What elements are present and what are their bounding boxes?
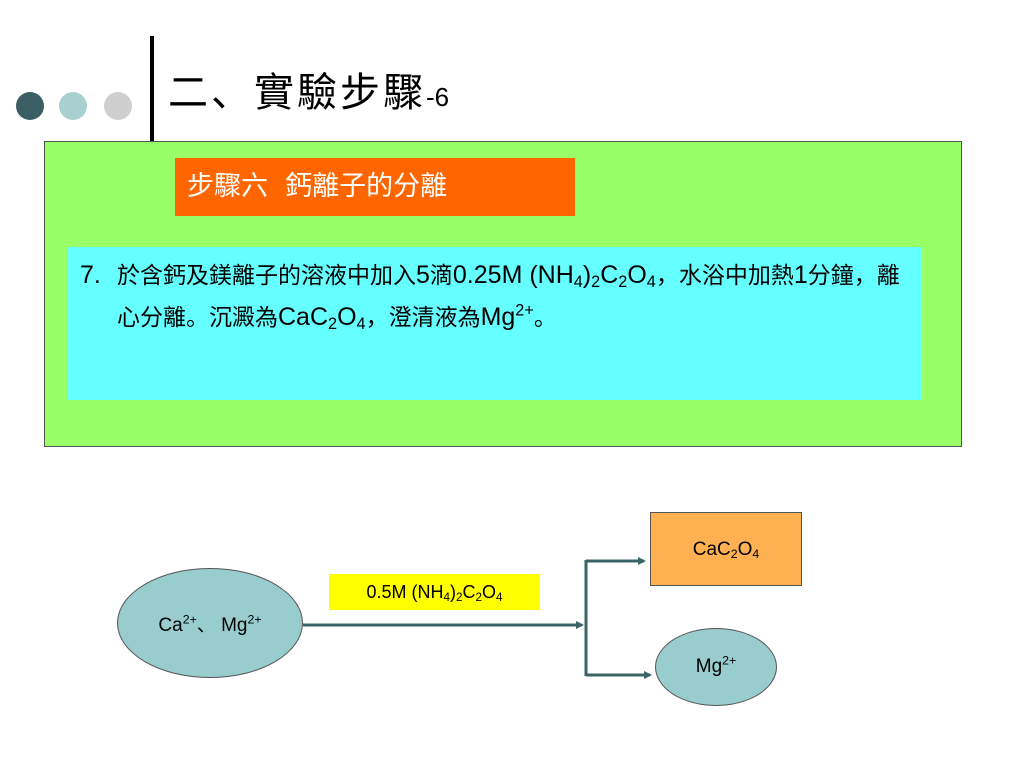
text-segment: C (600, 261, 619, 289)
text-segment: 分鐘，離心分離。沉澱為 (117, 263, 900, 331)
subscript: 4 (356, 315, 366, 334)
reagent-part: C (462, 582, 476, 602)
text-segment: ) (582, 261, 592, 289)
bullet-dot-light (59, 92, 87, 120)
text-segment: ，水浴中加熱 (655, 263, 794, 289)
text-segment: 5 (416, 261, 430, 289)
ion-ca-charge: 2+ (182, 612, 197, 627)
text-segment: 1 (793, 261, 808, 289)
subscript: 2 (618, 273, 628, 292)
text-segment: Mg (480, 303, 516, 331)
solution-ion-charge: 2+ (722, 653, 737, 668)
reagent-part: 0.5M (NH (366, 582, 444, 602)
reagent-subscript: 2 (455, 590, 463, 604)
subscript: 4 (573, 273, 583, 292)
title-divider (150, 36, 154, 142)
step-number: 7. (80, 261, 101, 289)
instruction-text: 7. 於含鈣及鎂離子的溶液中加入5滴0.25M (NH4)2C2O4，水浴中加熱… (80, 255, 920, 339)
text-segment: ，澄清液為 (365, 305, 481, 331)
precipitate-node: CaC2O4 (650, 512, 802, 586)
reagent-subscript: 4 (443, 590, 450, 604)
precipitate-subscript: 2 (730, 547, 738, 562)
reagent-label: 0.5M (NH4)2C2O4 (329, 574, 540, 610)
subscript: 2 (591, 273, 601, 292)
bullet-dot-dark (16, 92, 44, 120)
ion-mg-charge: 2+ (247, 612, 262, 627)
text-segment: 0.25M (NH (452, 261, 574, 289)
superscript: 2+ (515, 301, 534, 320)
reagent-part: ) (449, 582, 456, 602)
text-segment: 滴 (429, 263, 453, 289)
subscript: 4 (646, 273, 656, 292)
precipitate-part: CaC (692, 539, 731, 560)
start-ions-node: Ca2+、 Mg2+ (117, 568, 303, 678)
instruction-box (68, 247, 922, 400)
precipitate-part: O (737, 539, 753, 560)
step-badge: 步驟六 鈣離子的分離 (175, 158, 575, 216)
ion-ca: Ca (158, 614, 183, 636)
ion-mg: Mg (221, 614, 248, 636)
ion-separator: 、 (196, 614, 222, 636)
text-segment: O (337, 303, 357, 331)
title-number: -6 (426, 82, 450, 112)
reagent-subscript: 2 (475, 590, 483, 604)
text-segment: 於含鈣及鎂離子的溶液中加入 (117, 263, 416, 289)
precipitate-subscript: 4 (752, 547, 760, 562)
reagent-subscript: 4 (496, 590, 503, 604)
text-segment: CaC (278, 303, 329, 331)
text-segment: 。 (533, 305, 557, 331)
solution-node: Mg2+ (655, 628, 777, 706)
text-segment: O (627, 261, 647, 289)
page-title: 二、實驗步驟-6 (168, 60, 449, 118)
subscript: 2 (328, 315, 338, 334)
solution-ion: Mg (695, 656, 723, 677)
title-text: 二、實驗步驟 (168, 70, 426, 116)
bullet-dot-gray (104, 92, 132, 120)
reagent-part: O (482, 582, 497, 602)
